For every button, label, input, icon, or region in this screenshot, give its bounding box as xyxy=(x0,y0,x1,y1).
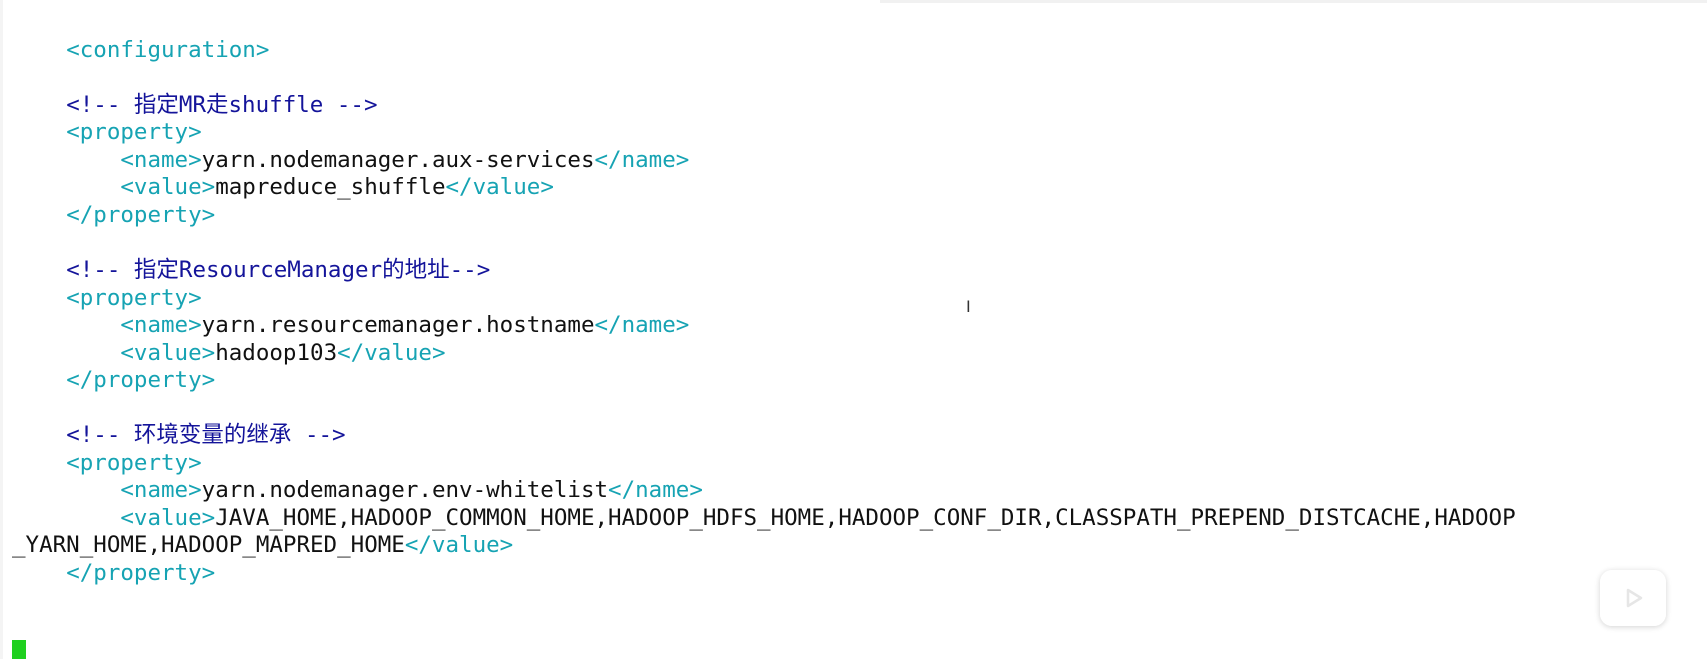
code-line: <value>mapreduce_shuffle</value> xyxy=(12,173,554,201)
code-line: <!-- 环境变量的继承 --> xyxy=(12,421,346,449)
code-line: <value>hadoop103</value> xyxy=(12,339,446,367)
tag-text: <value> xyxy=(120,505,216,531)
code-line: <configuration> xyxy=(12,8,269,63)
property-value-text: _YARN_HOME,HADOOP_MAPRED_HOME xyxy=(12,532,405,558)
tag-text: <property> xyxy=(66,285,202,311)
code-line: <property> xyxy=(12,449,202,477)
tag-text: <name> xyxy=(120,147,202,173)
code-line: </property> xyxy=(12,366,215,394)
code-line: <!-- 指定MR走shuffle --> xyxy=(12,91,378,119)
left-edge xyxy=(0,0,3,659)
property-value-text: hadoop103 xyxy=(215,340,338,366)
tag-text: <property> xyxy=(66,450,202,476)
tag-text: <configuration> xyxy=(66,37,270,63)
property-name-value: yarn.nodemanager.env-whitelist xyxy=(201,477,609,503)
property-name-value: yarn.resourcemanager.hostname xyxy=(201,312,595,338)
code-line: _YARN_HOME,HADOOP_MAPRED_HOME</value> xyxy=(12,531,513,559)
code-line: <property> xyxy=(12,118,202,146)
tag-text: <value> xyxy=(120,174,216,200)
property-name-value: yarn.nodemanager.aux-services xyxy=(201,147,595,173)
tag-text: </property> xyxy=(66,202,216,228)
play-button[interactable] xyxy=(1600,570,1666,626)
code-line: <name>yarn.resourcemanager.hostname</nam… xyxy=(12,311,689,339)
code-line: <name>yarn.nodemanager.aux-services</nam… xyxy=(12,146,689,174)
comment-text: <!-- 环境变量的继承 --> xyxy=(66,422,346,448)
comment-text: <!-- 指定ResourceManager的地址--> xyxy=(66,257,491,283)
comment-text: <!-- 指定MR走shuffle --> xyxy=(66,92,378,118)
code-line: <property> xyxy=(12,284,202,312)
tag-text: <value> xyxy=(120,340,216,366)
tag-text: </property> xyxy=(66,367,216,393)
tag-text: </name> xyxy=(608,477,703,503)
tag-text: </name> xyxy=(594,147,690,173)
play-icon xyxy=(1626,588,1643,608)
tag-text: </value> xyxy=(404,532,514,558)
tag-text: </property> xyxy=(66,560,216,586)
code-line: <name>yarn.nodemanager.env-whitelist</na… xyxy=(12,476,703,504)
property-value-text: JAVA_HOME,HADOOP_COMMON_HOME,HADOOP_HDFS… xyxy=(215,505,1516,531)
tag-text: <property> xyxy=(66,119,202,145)
tag-text: </name> xyxy=(594,312,690,338)
tag-text: </value> xyxy=(337,340,446,366)
tag-text: </value> xyxy=(445,174,554,200)
tag-text: <name> xyxy=(120,477,202,503)
code-line: <value>JAVA_HOME,HADOOP_COMMON_HOME,HADO… xyxy=(12,504,1516,532)
code-line: <!-- 指定ResourceManager的地址--> xyxy=(12,256,490,284)
text-cursor-icon: I xyxy=(966,297,971,316)
tag-text: <name> xyxy=(120,312,202,338)
code-line: </property> xyxy=(12,559,215,587)
terminal-cursor xyxy=(12,640,26,659)
top-shade xyxy=(880,0,1707,3)
property-value-text: mapreduce_shuffle xyxy=(215,174,446,200)
code-line: </property> xyxy=(12,201,215,229)
